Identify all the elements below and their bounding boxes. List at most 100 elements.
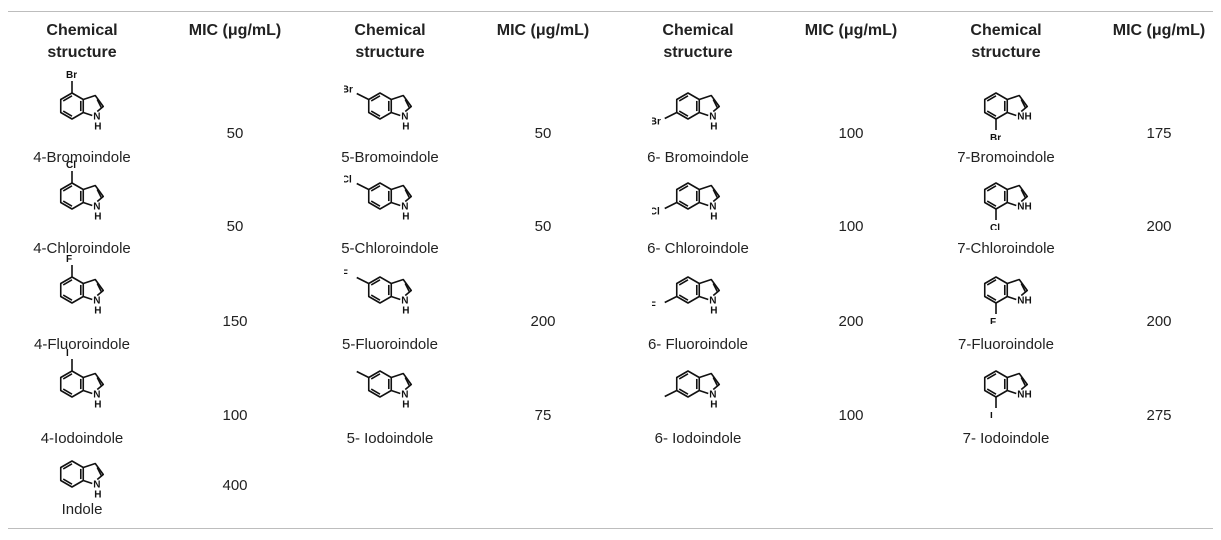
hydrogen-label: H — [710, 400, 717, 411]
compound-name: 4-Chloroindole — [33, 240, 131, 257]
molecule-drawing: NH — [59, 460, 105, 501]
substituent-label: I — [652, 395, 653, 406]
substituent-label: I — [990, 411, 993, 418]
substituent-label: Cl — [66, 160, 76, 171]
substituent-label: Cl — [990, 223, 1000, 230]
nitrogen-label: N — [93, 480, 100, 491]
mic-value: 275 — [1146, 407, 1172, 424]
molecule-drawing: NH I — [344, 363, 413, 411]
header-line: structure — [971, 44, 1041, 61]
hydrogen-label: H — [710, 122, 717, 133]
compound-name: 5-Chloroindole — [341, 240, 439, 257]
mic-value: 100 — [222, 407, 248, 424]
indole-structure — [983, 92, 1029, 120]
header-chemical-structure: Chemical structure — [7, 20, 157, 64]
compound-name: 4-Bromoindole — [33, 149, 131, 166]
nitrogen-label: N — [709, 390, 716, 401]
indole-structure — [59, 182, 105, 210]
hydrogen-label: H — [94, 400, 101, 411]
nitrogen-label: N — [401, 202, 408, 213]
header-mic: MIC (μg/mL) — [1112, 22, 1206, 39]
indole-structure — [59, 460, 105, 488]
hydrogen-label: H — [710, 212, 717, 223]
mic-value: 400 — [222, 477, 248, 494]
substituent-bond — [664, 295, 678, 304]
header-mic: MIC (μg/mL) — [804, 22, 898, 39]
compound-name: 7-Fluoroindole — [958, 336, 1054, 353]
header-chemical-structure: Chemical structure — [315, 20, 465, 64]
indole-structure — [675, 182, 721, 210]
substituent-label: I — [344, 363, 345, 374]
mic-value: 100 — [838, 125, 864, 142]
indole-structure — [675, 276, 721, 304]
molecule-drawing: NH Cl — [652, 182, 721, 223]
molecule-drawing: NHF — [59, 254, 105, 317]
hydrogen-label: H — [402, 122, 409, 133]
indole-structure — [59, 276, 105, 304]
header-line: Chemical — [354, 22, 426, 39]
substituent-label: Br — [66, 70, 77, 81]
hydrogen-label: H — [94, 306, 101, 317]
header-mic: MIC (μg/mL) — [496, 22, 590, 39]
mic-value: 200 — [1146, 218, 1172, 235]
compound-name: 7-Chloroindole — [957, 240, 1055, 257]
substituent-label: F — [652, 301, 656, 312]
nitrogen-label: N — [401, 390, 408, 401]
compound-name: 6- Chloroindole — [647, 240, 749, 257]
substituent-bond — [356, 276, 370, 285]
indole-structure — [675, 92, 721, 120]
header-line: Chemical — [970, 22, 1042, 39]
substituent-bond — [356, 182, 370, 191]
indole-structure — [983, 370, 1029, 398]
indole-structure — [675, 370, 721, 398]
mic-value: 200 — [838, 313, 864, 330]
nitrogen-label: NH — [1017, 390, 1031, 401]
mic-value: 75 — [534, 407, 552, 424]
hydrogen-label: H — [94, 490, 101, 501]
nitrogen-label: NH — [1017, 296, 1031, 307]
hydrogen-label: H — [94, 122, 101, 133]
mic-value: 200 — [530, 313, 556, 330]
mic-value: 150 — [222, 313, 248, 330]
molecule-drawing: NHI — [59, 348, 105, 411]
mic-value: 50 — [226, 218, 244, 235]
mic-value: 50 — [226, 125, 244, 142]
substituent-bond — [356, 370, 370, 379]
nitrogen-label: N — [93, 390, 100, 401]
substituent-label: Cl — [652, 207, 660, 218]
molecule-drawing: NH I — [652, 370, 721, 411]
nitrogen-label: N — [93, 202, 100, 213]
substituent-label: Br — [344, 85, 353, 96]
header-line: Chemical — [46, 22, 118, 39]
hydrogen-label: H — [402, 400, 409, 411]
indole-structure — [59, 370, 105, 398]
compound-name: 7- Iodoindole — [962, 430, 1050, 447]
compound-name: 6- Bromoindole — [647, 149, 749, 166]
substituent-bond — [664, 389, 678, 398]
header-line: structure — [47, 44, 117, 61]
header-line: structure — [355, 44, 425, 61]
substituent-bond — [356, 92, 370, 101]
nitrogen-label: N — [709, 202, 716, 213]
mic-value: 50 — [534, 125, 552, 142]
substituent-label: Br — [652, 117, 661, 128]
table-top-rule — [8, 11, 1213, 12]
compound-name: 4-Iodoindole — [40, 430, 124, 447]
